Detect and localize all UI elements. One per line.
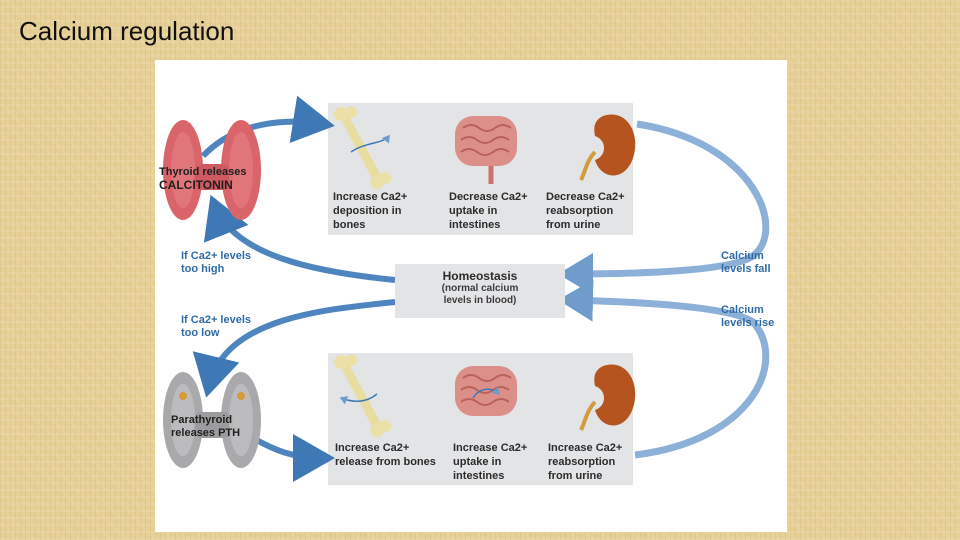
arrow-bottom-right-loop	[558, 279, 770, 459]
calcium-regulation-diagram: Thyroid releases CALCITONIN Parathyroid …	[155, 60, 787, 532]
top-effect-kidney-line-2: reabsorption	[546, 205, 614, 217]
label-levels-rise-line-2: levels rise	[721, 317, 775, 329]
top-effect-kidney-line-3: from urine	[546, 219, 601, 231]
label-if-too-high-line-2: too high	[181, 263, 225, 275]
label-if-too-low-line-1: If Ca2+ levels	[181, 314, 252, 326]
bottom-effect-bone-line-2: release from bones	[335, 456, 436, 468]
intestine-icon-bottom	[455, 366, 517, 416]
thyroid-gland-icon	[163, 120, 261, 220]
bottom-effect-bone: Increase Ca2+ release from bones	[335, 441, 436, 469]
homeostasis-line-2: levels in blood)	[443, 295, 517, 306]
top-effect-intestine-line-3: intestines	[449, 219, 501, 231]
bottom-effect-intestine-line-1: Increase Ca2+	[453, 442, 528, 454]
label-levels-fall-line-2: levels fall	[721, 263, 771, 275]
intestine-icon-top	[455, 116, 517, 184]
parathyroid-label-line-2: releases PTH	[171, 427, 241, 439]
slide-title: Calcium regulation	[19, 16, 235, 46]
bottom-effect-kidney-line-3: from urine	[548, 470, 603, 482]
bottom-effect-intestine: Increase Ca2+ uptake in intestines	[453, 441, 527, 483]
bottom-effect-bone-line-1: Increase Ca2+	[335, 442, 410, 454]
bottom-effect-kidney: Increase Ca2+ reabsorption from urine	[548, 441, 622, 483]
kidney-icon-bottom	[579, 364, 636, 431]
top-effect-bone: Increase Ca2+ deposition in bones	[333, 190, 407, 232]
diagram-graphics	[163, 95, 770, 482]
label-levels-rise: Calcium levels rise	[721, 304, 774, 330]
label-if-too-low-line-2: too low	[181, 327, 220, 339]
kidney-icon-top	[579, 114, 636, 181]
arrow-homeostasis-to-parathyroid	[192, 299, 396, 398]
top-effect-intestine-line-1: Decrease Ca2+	[449, 191, 528, 203]
label-levels-fall-line-1: Calcium	[721, 250, 764, 262]
top-effect-kidney: Decrease Ca2+ reabsorption from urine	[546, 190, 625, 232]
label-levels-fall: Calcium levels fall	[721, 250, 771, 276]
bottom-effect-intestine-line-2: uptake in	[453, 456, 502, 468]
thyroid-label: Thyroid releases CALCITONIN	[159, 166, 246, 192]
arrow-homeostasis-to-thyroid	[203, 194, 396, 283]
homeostasis-line-1: (normal calcium	[441, 283, 519, 294]
top-effect-kidney-line-1: Decrease Ca2+	[546, 191, 625, 203]
parathyroid-gland-icon	[163, 372, 261, 468]
label-levels-rise-line-1: Calcium	[721, 304, 764, 316]
top-effect-intestine-line-2: uptake in	[449, 205, 498, 217]
bottom-effect-intestine-line-3: intestines	[453, 470, 505, 482]
thyroid-label-line-1: Thyroid releases	[159, 166, 247, 178]
arrow-top-right-loop	[558, 120, 770, 295]
bone-icon-top	[334, 106, 391, 189]
bone-icon-bottom	[334, 354, 391, 437]
top-effect-bone-line-1: Increase Ca2+	[333, 191, 408, 203]
label-if-too-high: If Ca2+ levels too high	[181, 250, 251, 276]
bottom-effect-kidney-line-2: reabsorption	[548, 456, 616, 468]
arrow-thyroid-to-top-panel	[200, 95, 335, 159]
label-if-too-high-line-1: If Ca2+ levels	[181, 250, 252, 262]
parathyroid-label: Parathyroid releases PTH	[171, 414, 240, 440]
parathyroid-label-line-1: Parathyroid	[171, 414, 233, 426]
homeostasis-title: Homeostasis	[442, 269, 518, 283]
bottom-effect-kidney-line-1: Increase Ca2+	[548, 442, 623, 454]
top-effect-bone-line-2: deposition in	[333, 205, 402, 217]
thyroid-label-line-2: CALCITONIN	[159, 178, 233, 192]
homeostasis-box: Homeostasis (normal calcium levels in bl…	[395, 264, 565, 318]
label-if-too-low: If Ca2+ levels too low	[181, 314, 251, 340]
top-effect-intestine: Decrease Ca2+ uptake in intestines	[449, 190, 528, 232]
top-effect-bone-line-3: bones	[333, 219, 366, 231]
